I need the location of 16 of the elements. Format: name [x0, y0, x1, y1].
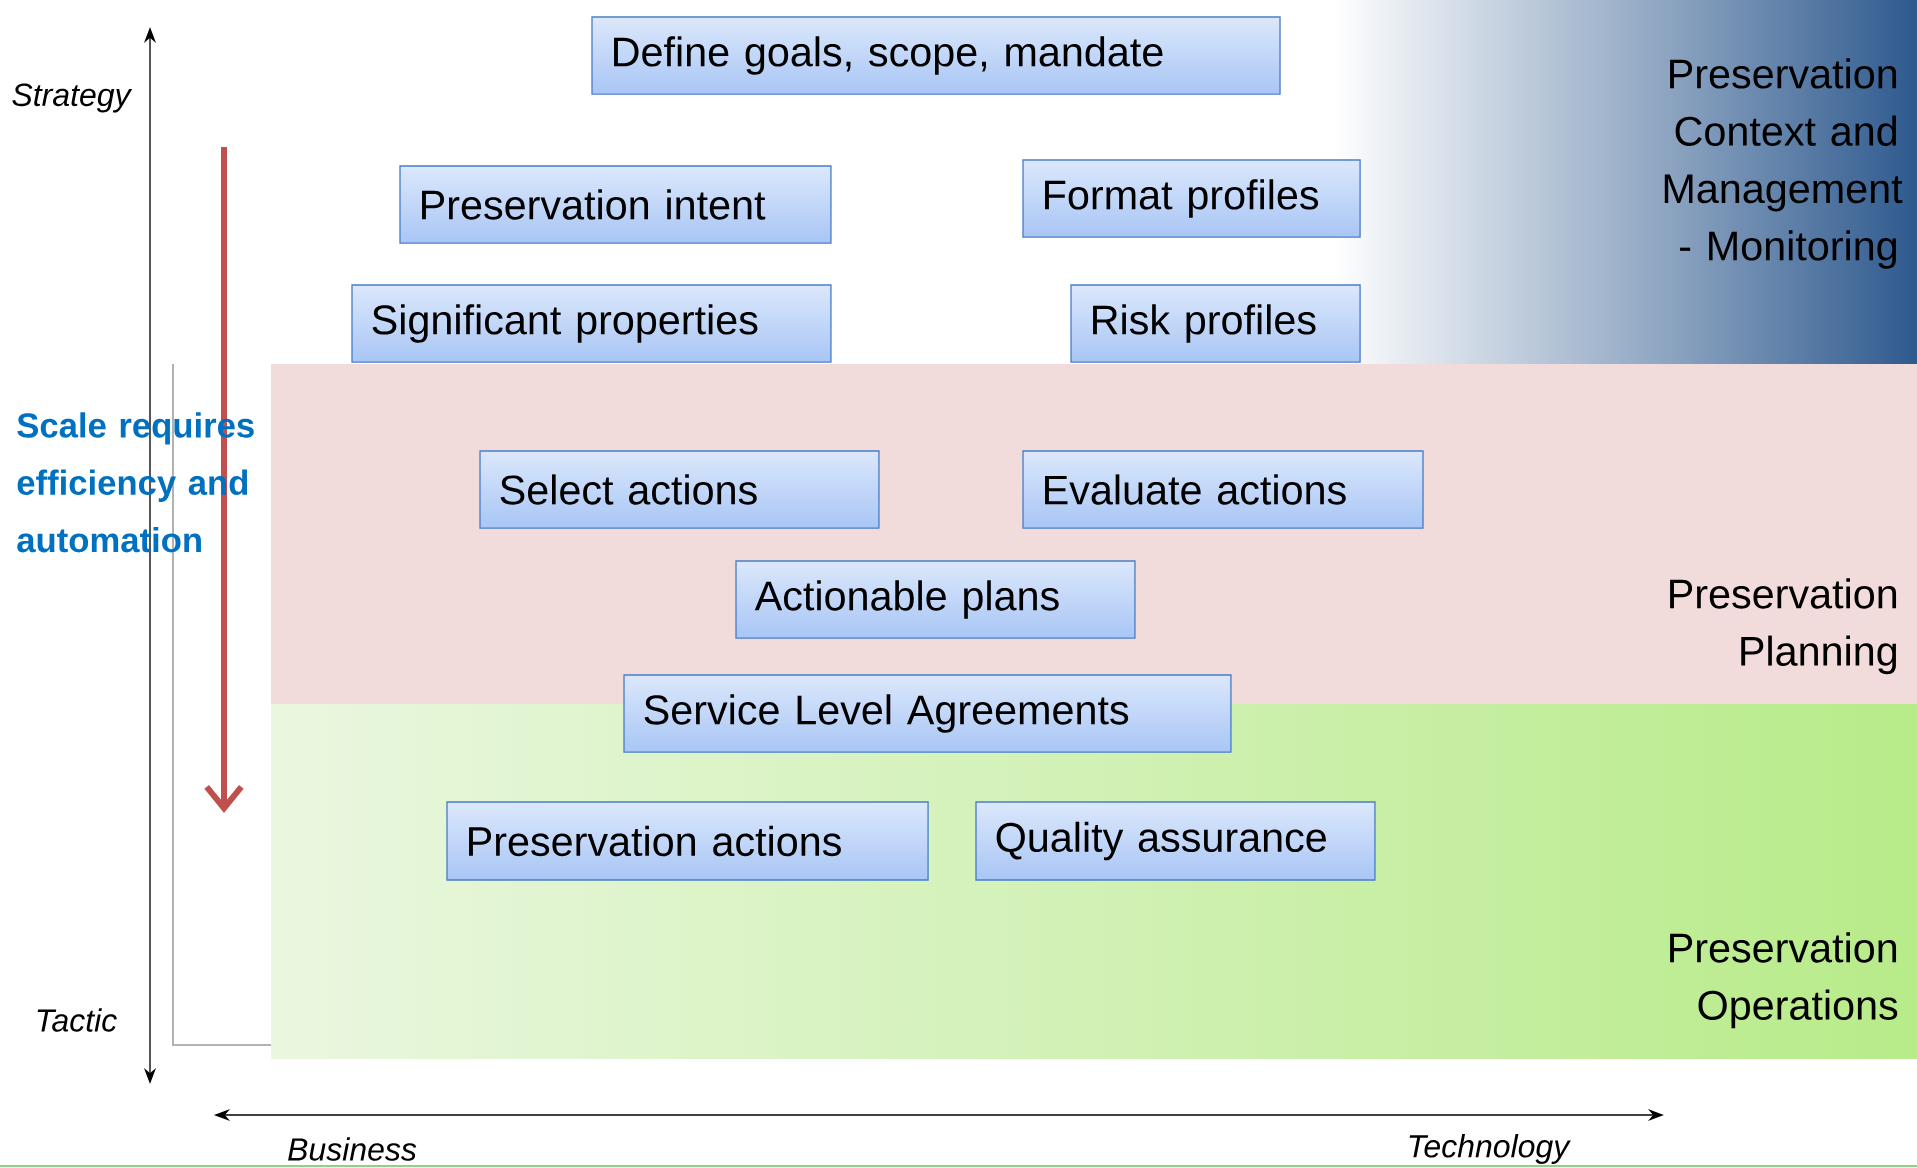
process-box: Significant properties — [351, 284, 832, 363]
node-label: Preservation Context and Management - Monitoring — [1664, 58, 1903, 269]
axis-label: Technology — [1409, 1134, 1571, 1164]
axis-label: Business — [288, 1137, 417, 1161]
axis-label: Strategy — [12, 83, 133, 113]
process-box: Format profiles — [1022, 159, 1361, 238]
process-box: Select actions — [479, 450, 880, 529]
process-box: Preservation actions — [446, 801, 929, 881]
process-box: Service Level Agreements — [623, 674, 1232, 753]
process-box: Define goals, scope, mandate — [591, 16, 1281, 95]
process-box: Evaluate actions — [1022, 450, 1424, 529]
process-box: Quality assurance — [975, 801, 1376, 881]
process-box: Actionable plans — [735, 560, 1136, 639]
process-box: Preservation intent — [399, 165, 832, 244]
process-box: Risk profiles — [1070, 284, 1361, 363]
axis-label: Tactic — [37, 1008, 117, 1032]
